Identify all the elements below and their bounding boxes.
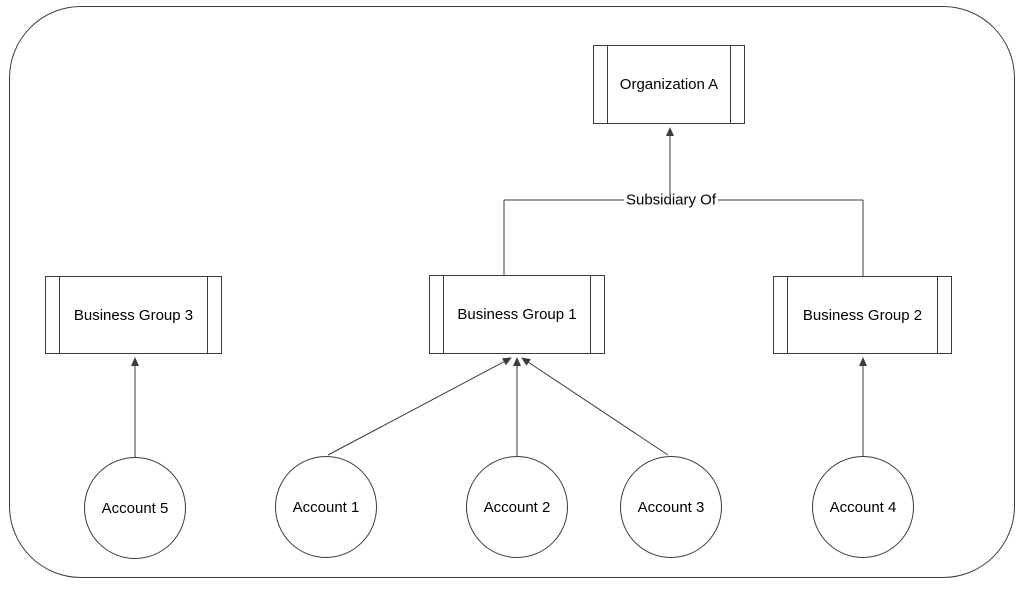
process-stripe-right — [207, 277, 208, 353]
edge-account1-to-business-group-1 — [327, 357, 512, 456]
node-business-group-1: Business Group 1 — [429, 275, 605, 354]
node-account-2: Account 2 — [466, 456, 568, 558]
node-account-5: Account 5 — [84, 457, 186, 559]
node-label: Business Group 2 — [802, 306, 923, 324]
node-account-3: Account 3 — [620, 456, 722, 558]
process-stripe-right — [590, 276, 591, 353]
process-stripe-right — [937, 277, 938, 353]
process-stripe-left — [607, 46, 608, 123]
edge-account3-to-business-group-1 — [521, 357, 669, 456]
node-organization-a: Organization A — [593, 45, 745, 124]
node-label: Account 1 — [292, 498, 360, 516]
process-stripe-left — [787, 277, 788, 353]
process-stripe-right — [730, 46, 731, 123]
process-stripe-left — [59, 277, 60, 353]
subsidiary-of-label: Subsidiary Of — [623, 190, 719, 210]
diagram-boundary — [9, 6, 1015, 578]
node-label: Business Group 1 — [457, 306, 577, 323]
node-label: Account 2 — [483, 498, 551, 516]
node-label: Account 5 — [101, 499, 169, 517]
node-label: Account 3 — [637, 498, 705, 516]
node-account-1: Account 1 — [275, 456, 377, 558]
node-label: Organization A — [619, 76, 719, 93]
node-label: Account 4 — [829, 498, 897, 516]
node-label: Business Group 3 — [73, 306, 194, 324]
node-business-group-2: Business Group 2 — [773, 276, 952, 354]
node-account-4: Account 4 — [812, 456, 914, 558]
process-stripe-left — [443, 276, 444, 353]
node-business-group-3: Business Group 3 — [45, 276, 222, 354]
